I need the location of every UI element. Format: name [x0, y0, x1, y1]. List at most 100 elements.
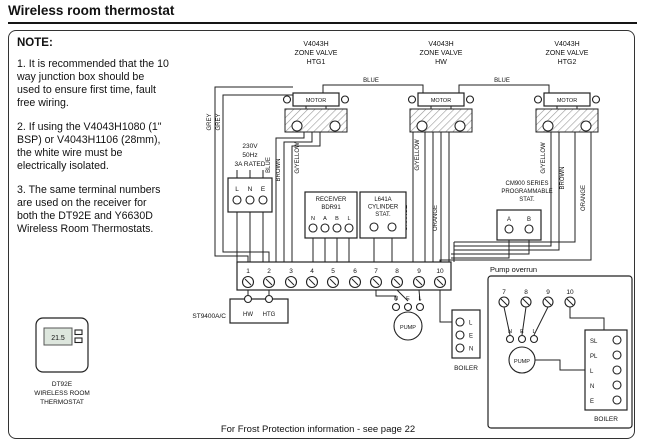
valve-type: ZONE VALVE	[295, 50, 338, 57]
cylinder-stat: L641A CYLINDER STAT.	[359, 191, 407, 239]
overrun-terminal-number: 10	[566, 289, 574, 296]
note-block: NOTE: 1. It is recommended that the 10 w…	[17, 37, 170, 247]
programmer-box	[229, 298, 289, 324]
wire-label: BLUE	[363, 78, 379, 84]
thermostat-up-button	[74, 329, 83, 336]
terminal-label: SL	[590, 339, 598, 345]
motor-box	[543, 92, 591, 107]
valve-terminal	[580, 120, 592, 132]
terminal-label: E	[469, 334, 473, 340]
terminal	[529, 334, 539, 344]
terminal	[612, 365, 622, 375]
junction-box: 1 2 3 4 5 6 7 8 9 10	[236, 261, 452, 291]
motor-screw	[340, 95, 350, 104]
receiver-model: BDR91	[321, 205, 341, 211]
terminal-label: N	[590, 384, 594, 390]
wire-label: GREY	[207, 113, 213, 130]
terminal	[612, 350, 622, 360]
thermostat-down-button	[74, 337, 83, 344]
page-title: Wireless room thermostat	[8, 3, 175, 18]
terminal	[505, 334, 515, 344]
terminal	[264, 294, 274, 304]
mains-frequency: 50Hz	[242, 152, 257, 159]
junction-terminal-number: 6	[353, 268, 357, 275]
terminal	[524, 224, 534, 234]
junction-terminal-number: 4	[310, 268, 314, 275]
prog-stat-title: PROGRAMMABLE	[501, 189, 552, 195]
junction-terminal-number: 9	[417, 268, 421, 275]
terminal	[232, 195, 242, 205]
wire-label: G/YELLOW	[541, 142, 547, 174]
valve-terminal	[291, 120, 303, 132]
cylinder-stat-title: STAT.	[375, 212, 391, 218]
motor-box	[417, 92, 465, 107]
boiler-label: BOILER	[594, 416, 618, 423]
junction-terminal-number: 5	[331, 268, 335, 275]
valve-model: V4043H	[554, 41, 579, 48]
thermostat-caption: WIRELESS ROOM	[34, 390, 90, 397]
terminal	[258, 195, 268, 205]
terminal-label: L	[532, 329, 535, 335]
terminal-label: B	[527, 217, 531, 223]
terminal	[243, 294, 253, 304]
wire-label: BROWN	[276, 159, 282, 182]
prog-stat-title: STAT.	[519, 197, 535, 203]
pump-overrun-title: Pump overrun	[490, 265, 537, 274]
terminal-label: L	[418, 296, 421, 302]
pump-body	[393, 311, 423, 341]
motor-screw	[465, 95, 475, 104]
junction-terminal-number: 7	[374, 268, 378, 275]
terminal	[344, 223, 354, 233]
terminal-label: N	[248, 186, 253, 193]
wire-label: ORANGE	[581, 185, 587, 211]
motor-box	[292, 92, 340, 107]
terminal-label: E	[261, 186, 266, 193]
motor-label: MOTOR	[306, 98, 326, 104]
valve-channel: HW	[435, 59, 447, 66]
programmable-stat: CM900 SERIES PROGRAMMABLE STAT. A B	[496, 181, 553, 241]
valve-type: ZONE VALVE	[420, 50, 463, 57]
valve-type: ZONE VALVE	[546, 50, 589, 57]
terminal-label: N	[311, 216, 315, 222]
terminal	[387, 222, 397, 232]
mains-rating: 3A RATED	[235, 161, 266, 168]
valve-terminal	[454, 120, 466, 132]
boiler-label: BOILER	[454, 365, 478, 372]
terminal	[320, 223, 330, 233]
terminal-label: N	[394, 296, 398, 302]
note-item-3: 3. The same terminal numbers are used on…	[17, 184, 161, 235]
overrun-terminal-number: 8	[524, 289, 528, 296]
terminal-label: B	[335, 216, 339, 222]
cylinder-stat-model: L641A	[374, 197, 391, 203]
mains-voltage: 230V	[242, 143, 258, 150]
wire-label: ORANGE	[433, 205, 439, 231]
pump-label: PUMP	[400, 325, 416, 331]
terminal-label: PL	[590, 354, 598, 360]
terminal	[245, 195, 255, 205]
note-item-1: 1. It is recommended that the 10 way jun…	[17, 58, 169, 109]
terminal	[332, 223, 342, 233]
thermostat-caption: THERMOSTAT	[40, 399, 84, 406]
junction-terminal-number: 10	[436, 268, 444, 275]
zone-valve-htg2: V4043H ZONE VALVE HTG2 MOTOR	[533, 41, 601, 133]
valve-terminal	[416, 120, 428, 132]
cylinder-stat-box	[359, 191, 407, 239]
wiring-diagram: V4043H ZONE VALVE HTG1 MOTOR V4043H ZONE…	[34, 41, 633, 435]
wiring-lines	[214, 84, 592, 323]
prog-stat-series: CM900 SERIES	[505, 181, 548, 187]
terminal-label: N	[508, 329, 512, 335]
valve-terminal	[329, 120, 341, 132]
terminal-label: L	[590, 369, 594, 375]
thermostat-caption: DT92E	[52, 381, 73, 388]
frost-protection-note: For Frost Protection information - see p…	[221, 424, 415, 435]
terminal-label: N	[469, 347, 473, 353]
programmer-label: ST9400A/C	[192, 313, 226, 320]
pump: N E L PUMP	[391, 296, 425, 341]
prog-stat-box	[496, 209, 542, 241]
motor-screw	[282, 95, 292, 104]
overrun-terminal-number: 7	[502, 289, 506, 296]
mains-terminal-box	[227, 177, 273, 213]
terminal	[517, 334, 527, 344]
motor-screw	[407, 95, 417, 104]
